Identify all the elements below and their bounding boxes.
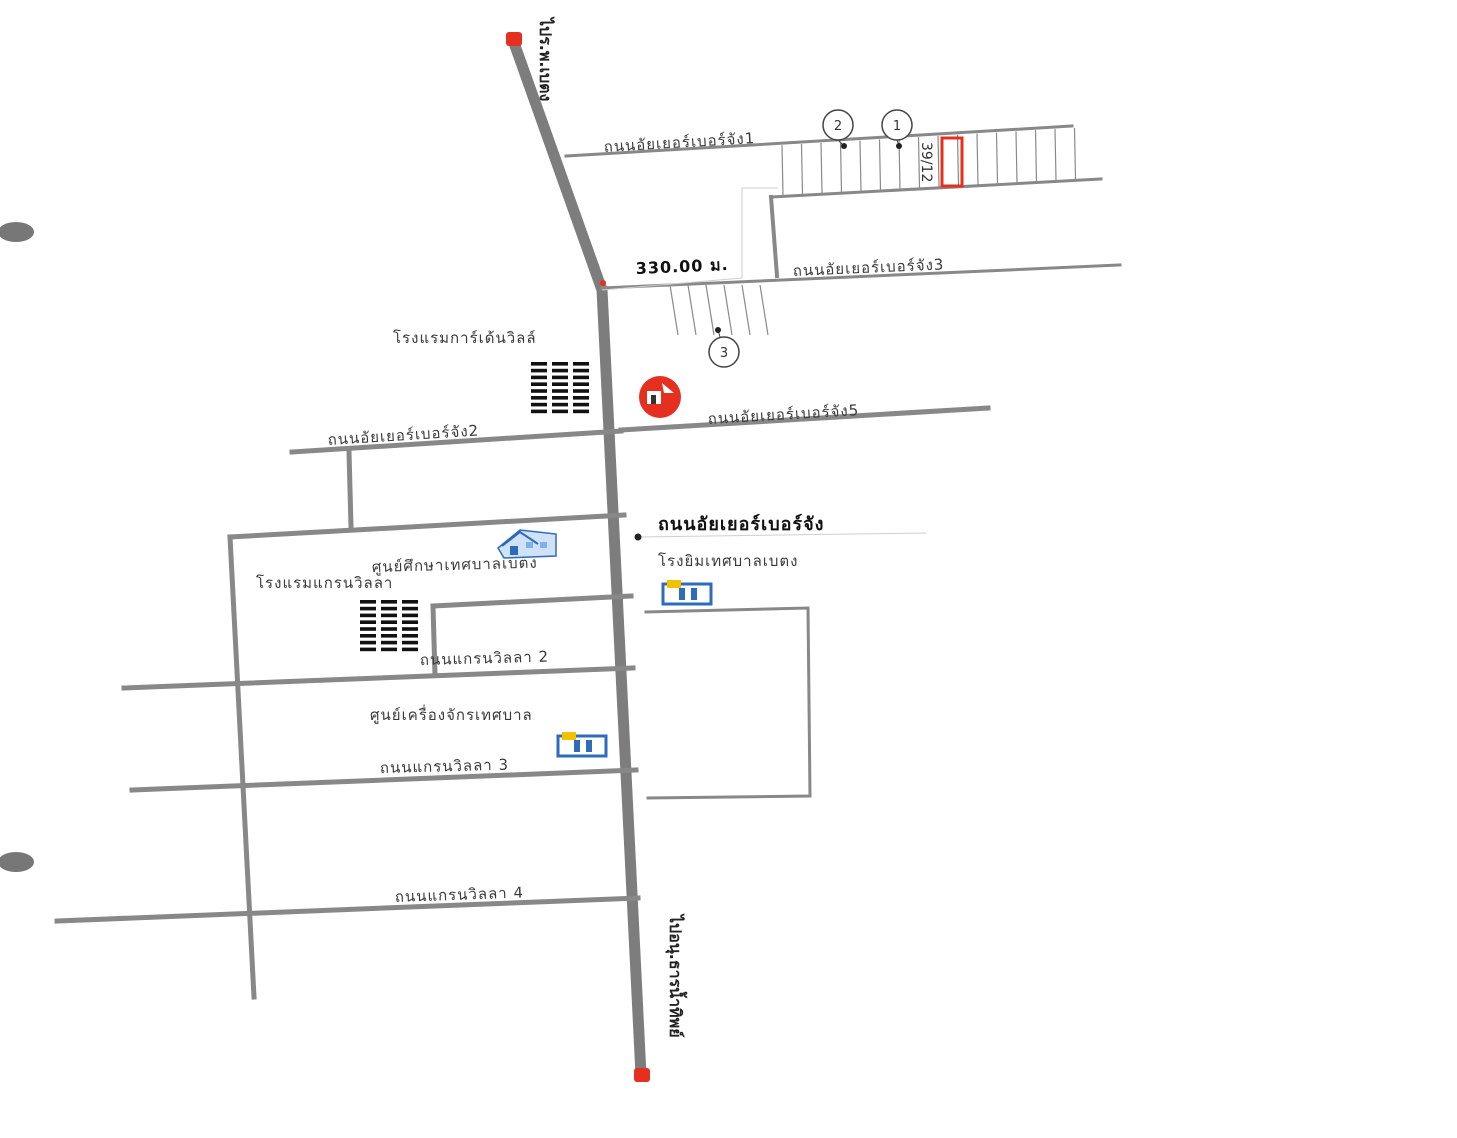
plot-divider <box>820 142 823 194</box>
plot-divider <box>995 132 999 184</box>
road-grand3 <box>129 767 639 793</box>
plot-divider <box>976 133 979 185</box>
svg-text:1: 1 <box>893 119 901 134</box>
binder-hole <box>0 222 34 242</box>
plot-number-label: 39/12 <box>918 142 934 182</box>
marker-3: 3 <box>708 327 740 368</box>
road-soi1 <box>564 124 1074 158</box>
svg-text:3: 3 <box>720 346 728 361</box>
binder-hole <box>0 852 34 872</box>
road-soi2 <box>289 428 624 455</box>
plot-divider <box>1015 131 1018 183</box>
plot-divider <box>759 284 769 336</box>
label-direction-top: ไปร.พ.เบตง <box>536 16 555 101</box>
gym-icon <box>661 580 713 606</box>
road-left-vertical <box>227 534 257 1000</box>
plot-divider <box>687 284 697 336</box>
road-grand-loop-top <box>430 593 634 609</box>
plot-divider <box>781 145 784 196</box>
plot-divider <box>956 134 960 186</box>
plot-divider <box>669 284 679 336</box>
road-upper-loop <box>227 512 627 540</box>
road-soi1-lower <box>769 177 1103 199</box>
guide-line <box>601 187 778 291</box>
label-direction-bottom: ไปอนุ.ธารน้ำทิพย์ <box>665 913 688 1038</box>
road-connector <box>768 194 780 279</box>
plot-divider <box>723 284 733 336</box>
label-distance: 330.00 ม. <box>635 255 729 278</box>
building-icon <box>360 600 418 652</box>
plot-row-soi1 <box>781 127 1077 196</box>
guide-line-main-label <box>637 532 927 538</box>
plot-divider <box>839 141 843 193</box>
label-grand-villa: โรงแรมแกรนวิลลา <box>256 574 393 592</box>
label-gym: โรงยิมเทศบาลเบตง <box>658 552 799 570</box>
plot-row-soi3 <box>669 284 769 336</box>
school-icon <box>497 529 557 559</box>
target-plot <box>940 136 964 188</box>
road-east-loop <box>644 606 812 800</box>
plot-divider <box>878 139 882 191</box>
machine-icon <box>556 732 608 758</box>
road-spur <box>346 449 354 529</box>
label-main-road: ถนนอัยเยอร์เบอร์จัง <box>658 513 824 535</box>
plot-divider <box>1034 130 1038 182</box>
label-study-center: ศูนย์ศึกษาเทศบาลเบตง <box>372 554 538 576</box>
plot-divider <box>917 137 921 188</box>
plot-divider <box>705 284 715 336</box>
road-soi3 <box>600 263 1122 290</box>
road-grand2 <box>121 665 636 691</box>
road-soi5 <box>618 405 991 433</box>
road-grand4 <box>54 895 641 924</box>
landmark-icon <box>639 376 681 418</box>
north-end-marker <box>506 32 522 46</box>
label-garden-villa: โรงแรมการ์เด้นวิลล์ <box>393 329 537 347</box>
label-soi3: ถนนอัยเยอร์เบอร์จัง3 <box>792 255 944 280</box>
plot-divider <box>1054 128 1057 181</box>
plot-divider <box>741 284 751 336</box>
distance-start-dot <box>600 280 606 286</box>
south-end-marker <box>634 1068 650 1082</box>
marker-1: 1 <box>881 109 913 149</box>
plot-divider <box>1073 127 1077 180</box>
marker-2: 2 <box>822 109 854 149</box>
plot-divider <box>859 140 862 192</box>
label-machine-center: ศูนย์เครื่องจักรเทศบาล <box>370 704 533 724</box>
road-grand-loop-side <box>430 603 438 678</box>
label-soi1: ถนนอัยเยอร์เบอร์จัง1 <box>603 129 756 156</box>
building-icon <box>531 362 589 414</box>
junction-dot <box>634 533 642 541</box>
svg-text:2: 2 <box>834 119 842 134</box>
plot-divider <box>937 135 940 187</box>
label-grand2: ถนนแกรนวิลลา 2 <box>420 648 550 669</box>
label-grand3: ถนนแกรนวิลลา 3 <box>380 756 510 777</box>
plot-divider <box>800 144 804 195</box>
label-grand4: ถนนแกรนวิลลา 4 <box>395 883 525 905</box>
label-soi5: ถนนอัยเยอร์เบอร์จัง5 <box>707 401 860 428</box>
